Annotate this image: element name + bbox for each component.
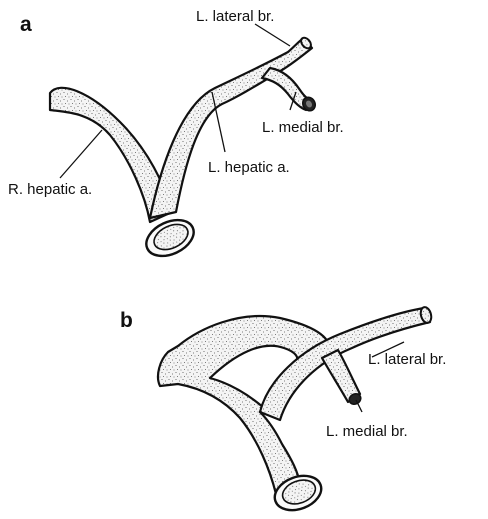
leader-a-right-hepatic xyxy=(60,130,102,178)
panel-b-medial-branch-label: L. medial br. xyxy=(326,424,408,439)
panel-b-lateral-branch-label: L. lateral br. xyxy=(368,352,446,367)
panel-b-left-arch-vessel xyxy=(158,316,330,494)
panel-a-letter: a xyxy=(20,14,32,35)
panel-a-medial-branch-label: L. medial br. xyxy=(262,120,344,135)
leader-a-lateral xyxy=(255,24,290,46)
panel-a-right-hepatic-label: R. hepatic a. xyxy=(8,182,92,197)
panel-b-vessels xyxy=(158,306,433,516)
panel-b-letter: b xyxy=(120,310,133,331)
panel-a-lateral-branch-label: L. lateral br. xyxy=(196,9,274,24)
panel-a-left-hepatic-label: L. hepatic a. xyxy=(208,160,290,175)
panel-a-vessels xyxy=(50,36,318,263)
